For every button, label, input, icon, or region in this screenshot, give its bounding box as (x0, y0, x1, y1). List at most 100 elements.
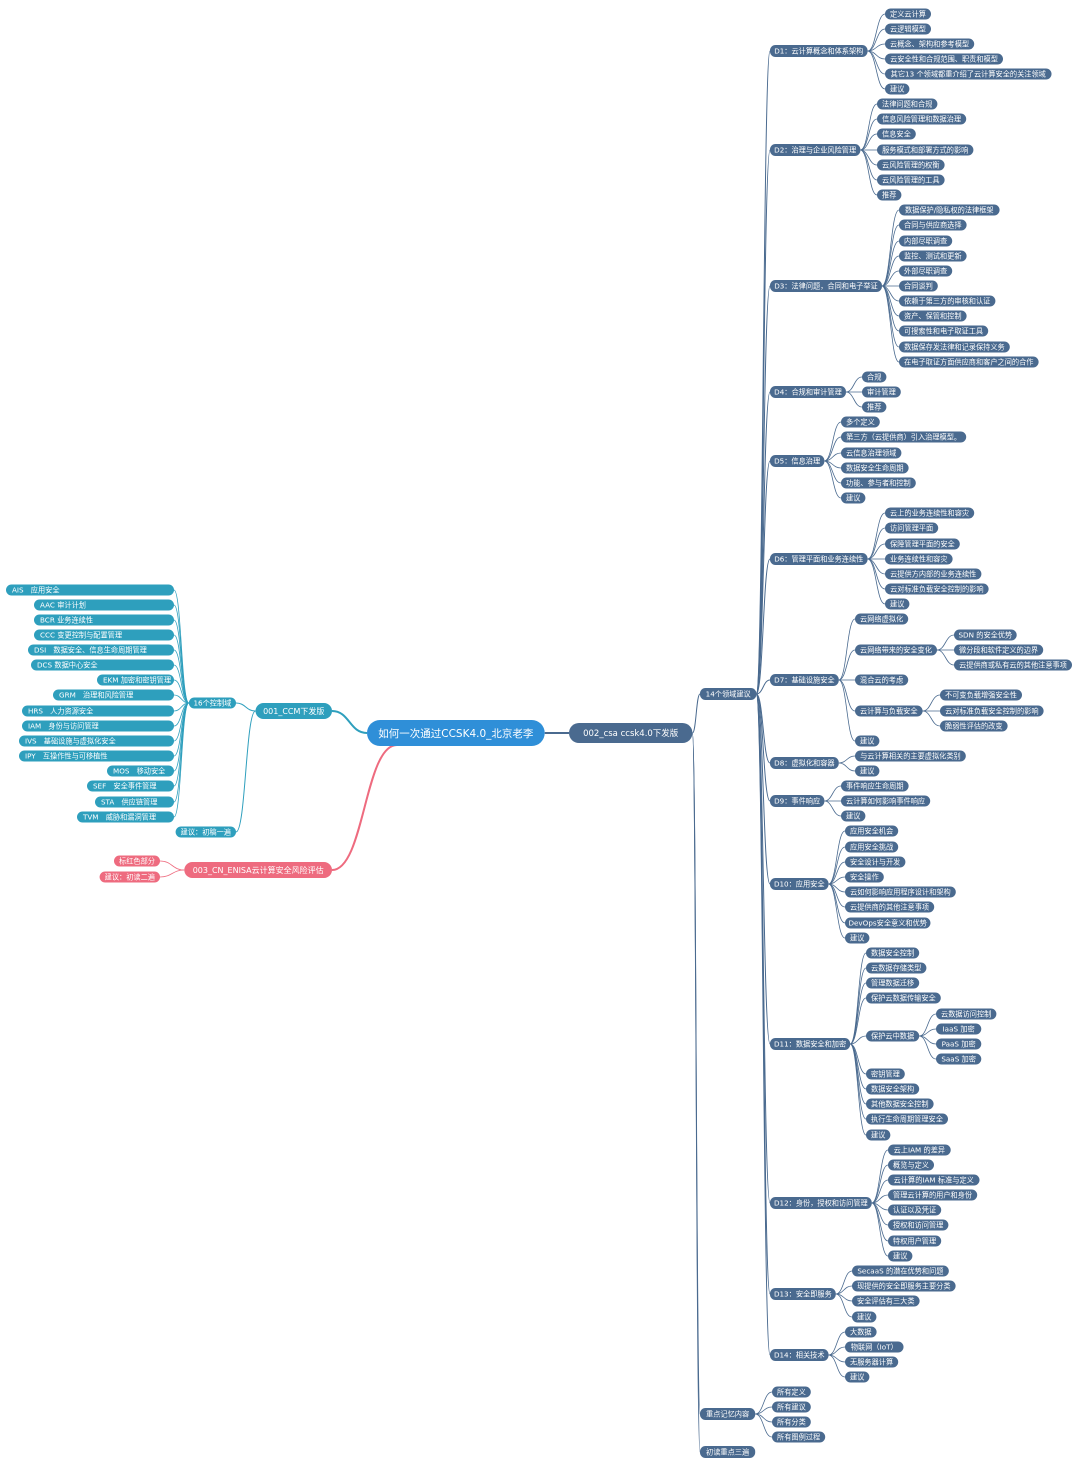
domain-d9[interactable]: D9：事件响应 (770, 795, 825, 807)
branch-ccsk[interactable]: 002_csa ccsk4.0下发版 (569, 723, 693, 743)
domain-d8-item[interactable]: 建议 (855, 765, 880, 777)
domain-d10-item[interactable]: 安全设计与开发 (845, 856, 906, 868)
domain-d12-item[interactable]: 特权用户管理 (888, 1235, 942, 1247)
domain-d10-item[interactable]: 安全操作 (845, 871, 884, 883)
ccm-control-item[interactable]: EKM 加密和密钥管理 (97, 674, 174, 686)
group-0[interactable]: 14个领域建议 (700, 688, 757, 700)
domain-d2-item[interactable]: 信息安全 (877, 128, 916, 140)
ccm-control-domains[interactable]: 16个控制域 (188, 697, 236, 709)
domain-d7-subitem[interactable]: SDN 的安全优势 (954, 629, 1017, 641)
ccm-control-item[interactable]: GRM 治理和风险管理 (53, 689, 174, 701)
domain-d14-item[interactable]: 物联网（IoT） (845, 1341, 904, 1353)
domain-d12[interactable]: D12：身份，授权和访问管理 (770, 1197, 872, 1209)
domain-d11-item[interactable]: 密钥管理 (866, 1068, 905, 1080)
group-1[interactable]: 重点记忆内容 (700, 1408, 756, 1420)
domain-d3-item[interactable]: 在电子取证方面供应商和客户之间的合作 (899, 356, 1039, 368)
ccm-control-item[interactable]: CCC 变更控制与配置管理 (34, 629, 174, 641)
domain-d3-item[interactable]: 数据保护/隐私权的法律框架 (899, 204, 1000, 216)
domain-d7-subitem[interactable]: 云提供商或私有云的其他注意事项 (954, 659, 1072, 671)
domain-d7-subitem[interactable]: 不可变负载增强安全性 (940, 689, 1022, 701)
domain-d2-item[interactable]: 云风险管理的工具 (877, 174, 945, 186)
domain-d7-item[interactable]: 云网络带来的安全变化 (855, 644, 937, 656)
domain-d11-item[interactable]: 保护云中数据 (866, 1030, 920, 1042)
domain-d13-item[interactable]: SecaaS 的潜在优势和问题 (852, 1265, 949, 1277)
domain-d5-item[interactable]: 建议 (841, 492, 866, 504)
domain-d10-item[interactable]: 建议 (845, 932, 870, 944)
domain-d3-item[interactable]: 可搜索性和电子取证工具 (899, 325, 989, 337)
domain-d2-item[interactable]: 云风险管理的权衡 (877, 159, 945, 171)
domain-d6-item[interactable]: 云上的业务连续性和容灾 (885, 507, 975, 519)
memory-item[interactable]: 所有分类 (772, 1416, 811, 1428)
domain-d3-item[interactable]: 依赖于第三方的审核和认证 (899, 295, 996, 307)
domain-d5-item[interactable]: 云信息治理领域 (841, 447, 902, 459)
domain-d10-item[interactable]: 云提供商的其他注意事项 (845, 901, 935, 913)
domain-d5[interactable]: D5：信息治理 (770, 455, 825, 467)
domain-d11-subitem[interactable]: 云数据访问控制 (936, 1008, 997, 1020)
ccm-control-item[interactable]: SEF 安全事件管理 (87, 780, 174, 792)
domain-d5-item[interactable]: 数据安全生命周期 (841, 462, 909, 474)
domain-d8-item[interactable]: 与云计算相关的主要虚拟化类别 (855, 750, 966, 762)
domain-d12-item[interactable]: 认证以及凭证 (888, 1204, 942, 1216)
domain-d7-subitem[interactable]: 云对标准负载安全控制的影响 (940, 705, 1044, 717)
domain-d11-item[interactable]: 数据安全控制 (866, 947, 920, 959)
domain-d3-item[interactable]: 资产、保管和控制 (899, 310, 967, 322)
domain-d11-subitem[interactable]: IaaS 加密 (936, 1023, 982, 1035)
domain-d12-item[interactable]: 云上IAM 的差异 (888, 1144, 951, 1156)
domain-d13[interactable]: D13：安全即服务 (770, 1288, 836, 1300)
domain-d14-item[interactable]: 大数据 (845, 1326, 877, 1338)
domain-d7-item[interactable]: 混合云的考虑 (855, 674, 909, 686)
enisa-item[interactable]: 标红色部分 (114, 855, 160, 867)
enisa-item[interactable]: 建议：初读二遍 (99, 871, 160, 883)
domain-d1-item[interactable]: 建议 (885, 83, 910, 95)
domain-d1-item[interactable]: 定义云计算 (885, 8, 931, 20)
ccm-note[interactable]: 建议：初稿一遍 (175, 826, 236, 838)
domain-d11[interactable]: D11：数据安全和加密 (770, 1038, 851, 1050)
ccm-control-item[interactable]: AAC 审计计划 (34, 599, 174, 611)
domain-d4-item[interactable]: 推荐 (862, 401, 887, 413)
domain-d3-item[interactable]: 监控、测试和更新 (899, 250, 967, 262)
domain-d6[interactable]: D6：管理平面和业务连续性 (770, 553, 868, 565)
domain-d9-item[interactable]: 云计算如何影响事件响应 (841, 795, 931, 807)
domain-d3-item[interactable]: 数据保存发法律和记录保持义务 (899, 341, 1010, 353)
domain-d8[interactable]: D8：虚拟化和容器 (770, 757, 839, 769)
domain-d4-item[interactable]: 合规 (862, 371, 887, 383)
domain-d11-item[interactable]: 执行生命周期管理安全 (866, 1113, 948, 1125)
domain-d13-item[interactable]: 建议 (852, 1311, 877, 1323)
domain-d7-item[interactable]: 云网络虚拟化 (855, 613, 909, 625)
domain-d6-item[interactable]: 访问管理平面 (885, 522, 939, 534)
domain-d2-item[interactable]: 服务模式和部署方式的影响 (877, 144, 974, 156)
domain-d11-item[interactable]: 管理数据迁移 (866, 977, 920, 989)
branch-enisa[interactable]: 003_CN_ENISA云计算安全风险评估 (184, 862, 332, 878)
domain-d11-subitem[interactable]: PaaS 加密 (936, 1038, 982, 1050)
domain-d10[interactable]: D10：应用安全 (770, 878, 829, 890)
ccm-control-item[interactable]: STA 供应链管理 (95, 796, 174, 808)
domain-d3[interactable]: D3：法律问题，合同和电子举证 (770, 280, 882, 292)
domain-d11-item[interactable]: 建议 (866, 1129, 891, 1141)
ccm-control-item[interactable]: IPY 互操作性与可移植性 (19, 750, 174, 762)
ccm-control-item[interactable]: TVM 威胁和漏洞管理 (77, 811, 174, 823)
domain-d3-item[interactable]: 外部尽职调查 (899, 265, 953, 277)
domain-d12-item[interactable]: 授权和访问管理 (888, 1219, 949, 1231)
group-2[interactable]: 初读重点三遍 (700, 1446, 756, 1458)
domain-d6-item[interactable]: 保障管理平面的安全 (885, 538, 960, 550)
ccm-control-item[interactable]: HRS 人力资源安全 (22, 705, 174, 717)
domain-d3-item[interactable]: 内部尽职调查 (899, 235, 953, 247)
ccm-control-item[interactable]: DCS 数据中心安全 (31, 659, 174, 671)
domain-d13-item[interactable]: 现提供的安全即服务主要分类 (852, 1280, 956, 1292)
domain-d11-item[interactable]: 其他数据安全控制 (866, 1098, 934, 1110)
domain-d9-item[interactable]: 建议 (841, 810, 866, 822)
domain-d1-item[interactable]: 云逻辑模型 (885, 23, 931, 35)
domain-d12-item[interactable]: 云计算的IAM 标准与定义 (888, 1174, 980, 1186)
ccm-control-item[interactable]: AIS 应用安全 (6, 584, 174, 596)
domain-d10-item[interactable]: 云如何影响应用程序设计和架构 (845, 886, 956, 898)
domain-d6-item[interactable]: 云提供方内部的业务连续性 (885, 568, 982, 580)
domain-d1-item[interactable]: 其它13 个领域都重介绍了云计算安全的关注领域 (885, 68, 1052, 80)
domain-d11-subitem[interactable]: SaaS 加密 (936, 1053, 982, 1065)
memory-item[interactable]: 所有建议 (772, 1401, 811, 1413)
domain-d2-item[interactable]: 法律问题和合规 (877, 98, 938, 110)
domain-d14-item[interactable]: 建议 (845, 1371, 870, 1383)
domain-d1-item[interactable]: 云概念、架构和参考模型 (885, 38, 975, 50)
domain-d13-item[interactable]: 安全评估有三大类 (852, 1295, 920, 1307)
domain-d14[interactable]: D14：相关技术 (770, 1349, 829, 1361)
domain-d5-item[interactable]: 多个定义 (841, 416, 880, 428)
